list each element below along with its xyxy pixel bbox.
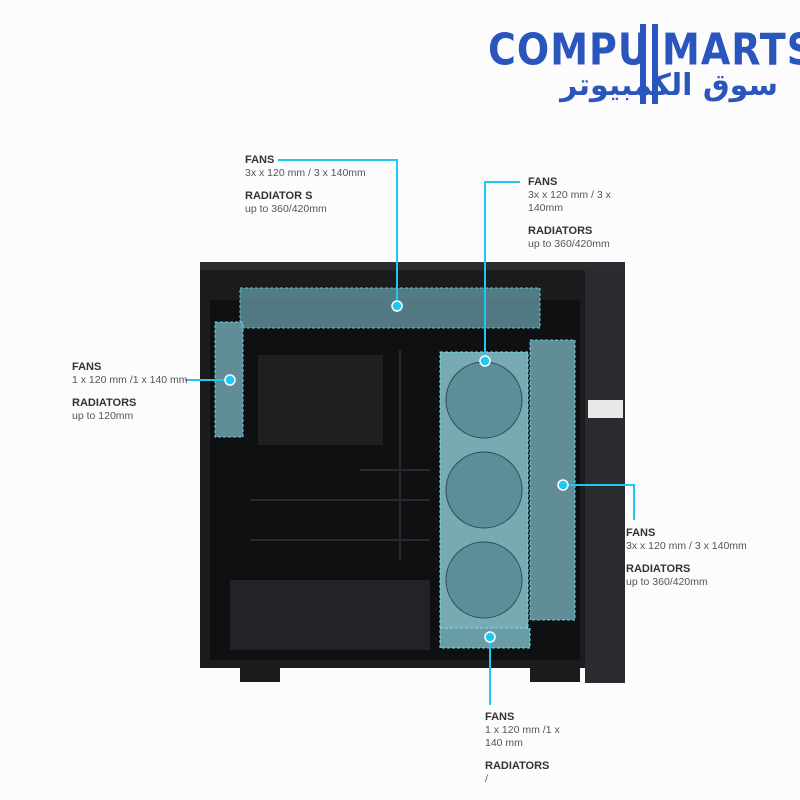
fans-value: 3x x 120 mm / 3 x 140mm [626,540,747,552]
middle-dot [479,355,491,367]
radiator-label: RADIATORS [626,563,691,575]
motherboard-cutout [258,355,383,445]
fans-label: FANS [72,361,102,373]
radiator-value: up to 360/420mm [245,203,327,215]
callout-middle: FANS 3x x 120 mm / 3 x 140mm RADIATORS u… [528,176,623,251]
radiator-value: up to 360/420mm [626,576,708,588]
bottom-dot [484,631,496,643]
case-foot [240,660,280,682]
compumarts-logo: COMPU MARTS سوق الكمبيوتر [488,24,800,109]
middle-leader-line [484,181,520,360]
fans-value: 3x x 120 mm / 3 x 140mm [528,189,611,214]
psu-shroud [230,580,430,650]
case-top-edge [200,262,625,270]
radiator-label: RADIATORS [485,760,550,772]
fans-label: FANS [528,176,558,188]
radiator-value: up to 360/420mm [528,238,610,250]
cable-management-lines [250,350,430,560]
right-dot [557,479,569,491]
logo-text-left: COMPU [488,24,650,75]
radiator-value: / [485,773,488,785]
right-leader-line [563,484,635,520]
fans-value: 1 x 120 mm /1 x 140 mm [485,724,560,749]
fans-value: 3x x 120 mm / 3 x 140mm [245,167,366,179]
left-dot [224,374,236,386]
callout-left: FANS 1 x 120 mm /1 x 140 mm RADIATORS up… [72,361,192,423]
top-leader-line [278,159,398,305]
fan [445,451,523,529]
side-fan-bay [529,339,576,621]
fan [445,541,523,619]
fans-label: FANS [485,711,515,723]
radiator-label: RADIATORS [528,225,593,237]
logo-arabic: سوق الكمبيوتر [560,68,778,103]
front-io-light [588,400,623,418]
fans-label: FANS [626,527,656,539]
top-fan-bay [239,287,541,329]
radiator-label: RADIATOR S [245,190,313,202]
callout-right: FANS 3x x 120 mm / 3 x 140mm RADIATORS u… [626,527,796,589]
logo-text-right: MARTS [662,24,800,75]
fans-label: FANS [245,154,275,166]
logo-bars [640,24,658,104]
fans-value: 1 x 120 mm /1 x 140 mm [72,374,188,386]
callout-top: FANS 3x x 120 mm / 3 x 140mm RADIATOR S … [245,154,405,216]
fan [445,361,523,439]
radiator-value: up to 120mm [72,410,134,422]
case-foot [530,660,580,682]
case-front-panel [585,268,625,683]
callout-bottom: FANS 1 x 120 mm /1 x 140 mm RADIATORS / [485,711,580,786]
radiator-label: RADIATORS [72,397,137,409]
top-dot [391,300,403,312]
